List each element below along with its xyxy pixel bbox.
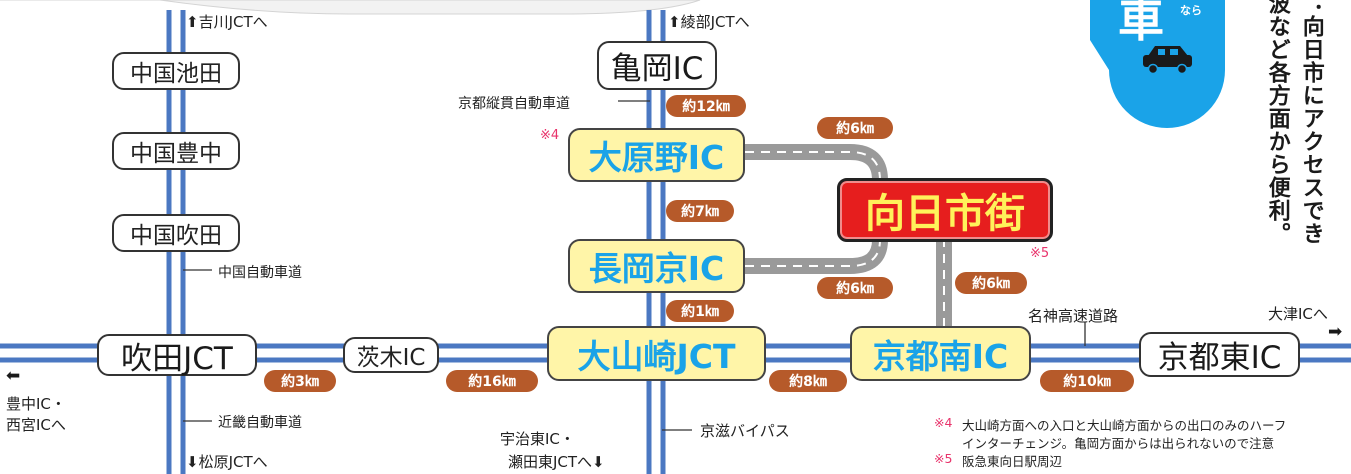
note5-text: 阪急東向日駅周辺 [962,454,1063,469]
road-name-kinki-expwy: 近畿自動車道 [218,415,302,431]
distance-oyamazaki-kyoto-minami: 約8㎞ [769,370,847,392]
banner-edge [0,0,701,15]
distance-nagaokakyo-oyamazaki: 約1㎞ [666,300,734,322]
badge-small-text: なら [1180,4,1202,17]
distance-oharano-city: 約6㎞ [817,117,893,139]
direction-yokawa-jct: ⬆吉川JCTへ [186,13,268,31]
node-muko-city: 向日市街 [837,178,1053,242]
direction-matsubara-jct: ⬇松原JCTへ [186,453,268,471]
side-text-col1: ：向日市にアクセスでき [1298,0,1324,245]
node-oyamazaki-jct: 大山崎JCT [547,326,766,381]
direction-toyonaka-line2: 西宮ICへ [6,416,66,434]
car-icon [1143,46,1192,75]
direction-uji-line1: 宇治東IC・ [500,430,575,448]
direction-toyonaka-line1: 豊中IC・ [6,395,66,413]
node-ibaraki-ic: 茨木IC [343,337,439,373]
left-arrow-icon: ⬅ [6,366,21,386]
road-name-kyoto-jukan: 京都縦貫自動車道 [458,96,570,112]
note4-line2: インターチェンジ。亀岡方面からは出られないので注意 [962,436,1275,451]
node-chugoku-suita: 中国吹田 [112,214,240,252]
direction-ayabe-jct: ⬆綾部JCTへ [668,13,750,31]
road-name-meishin: 名神高速道路 [1028,307,1119,325]
node-suita-jct: 吹田JCT [97,334,257,377]
distance-oharano-nagaokakyo: 約7㎞ [666,200,734,222]
node-kameoka-ic: 亀岡IC [597,41,717,90]
note4-line1: 大山崎方面への入口と大山崎方面からの出口のみのハーフ [962,418,1287,433]
direction-uji-line2: 瀬田東JCTへ⬇ [508,453,605,471]
marker-oharano: ※4 [540,128,560,143]
distance-city-kyoto-minami: 約6㎞ [955,272,1027,294]
node-nagaokakyo-ic: 長岡京IC [568,239,745,293]
road-name-chugoku-expwy: 中国自動車道 [218,265,302,281]
distance-suita-ibaraki: 約3㎞ [264,370,336,392]
distance-nagaokakyo-city: 約6㎞ [817,277,893,299]
note5-mark: ※5 [934,451,953,466]
direction-otsu-ic: 大津ICへ [1268,305,1328,323]
distance-kyoto-minami-higashi: 約10㎞ [1040,370,1134,392]
node-kyoto-higashi-ic: 京都東IC [1139,332,1300,377]
distance-ibaraki-oyamazaki: 約16㎞ [446,370,538,392]
badge-big-text: 車 [1118,0,1164,47]
leader-lines [183,100,1086,431]
node-kyoto-minami-ic: 京都南IC [850,326,1031,381]
right-arrow-icon: ➡ [1328,322,1343,342]
side-text-col2: 波など各方面から便利。 [1264,0,1290,245]
node-oharano-ic: 大原野IC [568,128,745,182]
distance-kameoka-oharano: 約12㎞ [666,95,746,117]
road-name-keiji-bypass: 京滋バイパス [700,422,790,440]
node-chugoku-toyonaka: 中国豊中 [112,132,240,170]
node-chugoku-ikeda: 中国池田 [112,52,240,90]
marker-city: ※5 [1030,246,1050,261]
note4-mark: ※4 [934,415,953,430]
